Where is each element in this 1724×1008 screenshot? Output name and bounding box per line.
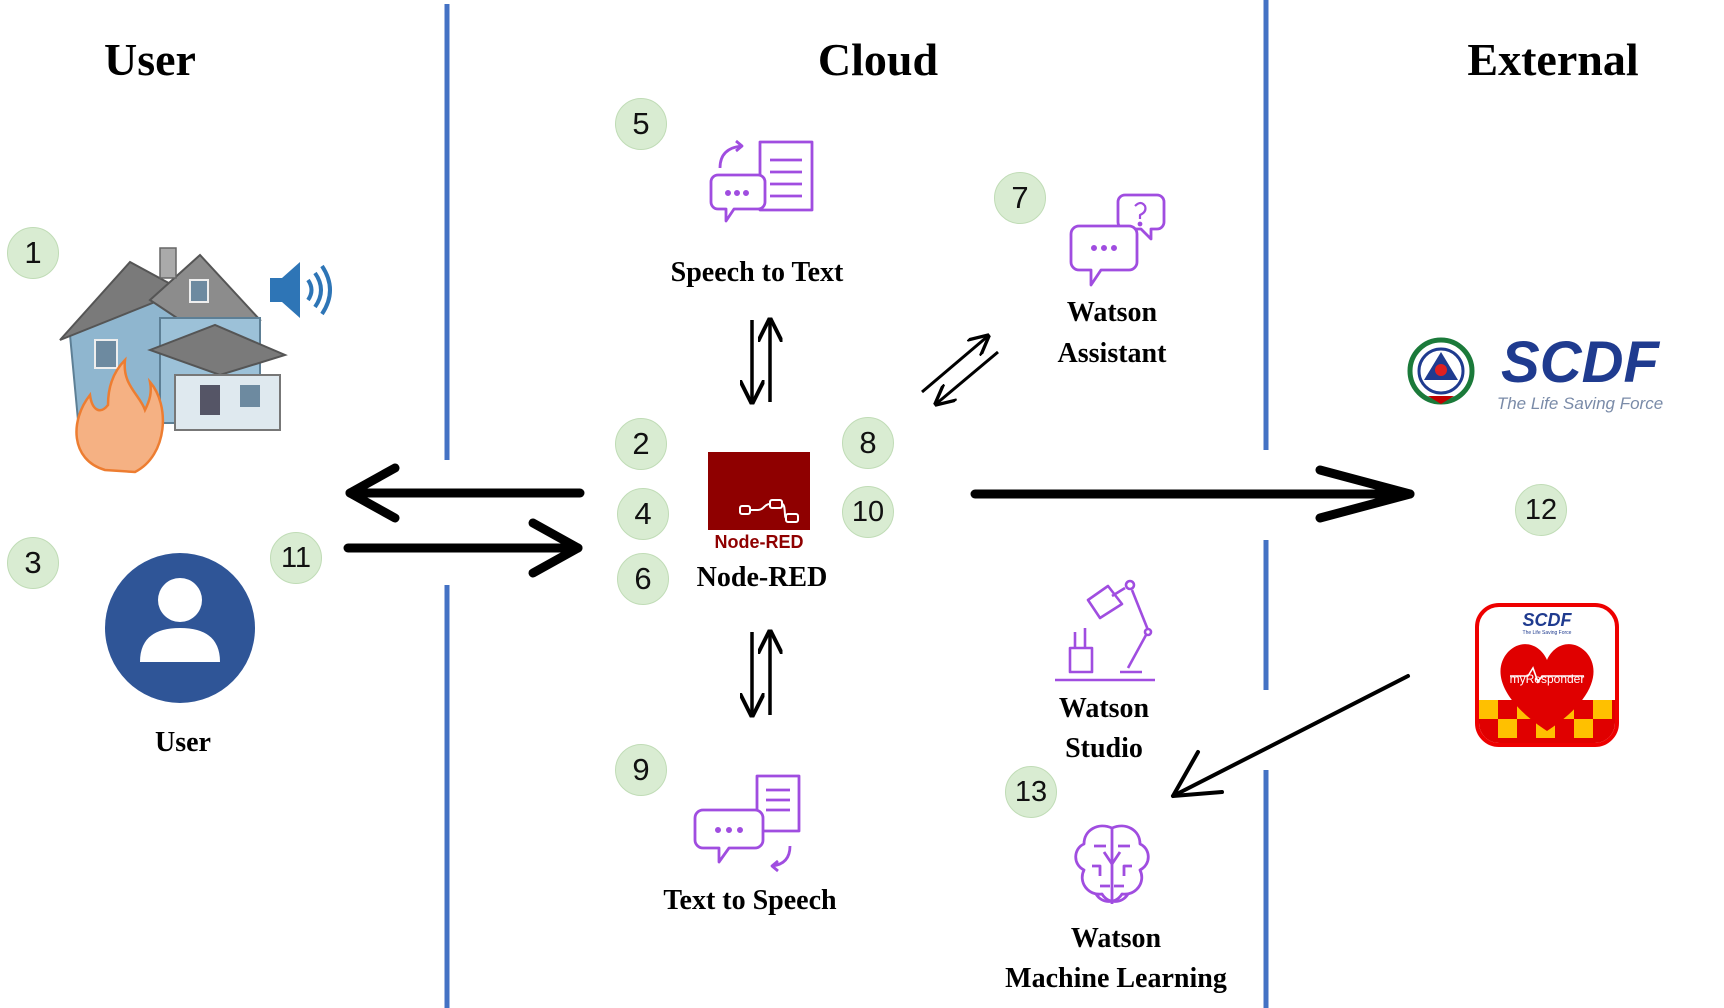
step-badge-6: 6	[617, 553, 669, 605]
speech-to-text-icon	[709, 139, 814, 223]
app-scdf-tagline: The Life Saving Force	[1523, 630, 1572, 636]
step-badge-7: 7	[994, 172, 1046, 224]
step-badge-5: 5	[615, 98, 667, 150]
step-badge-9: 9	[615, 744, 667, 796]
watson-studio-icon	[1055, 579, 1155, 682]
label-watson-studio-line2: Studio	[1065, 733, 1143, 764]
label-node-red: Node-RED	[696, 562, 828, 593]
text-to-speech-icon	[693, 774, 801, 873]
label-watson-ml-line2: Machine Learning	[1005, 963, 1227, 994]
watson-machine-learning-icon	[1074, 824, 1150, 904]
step-badge-12: 12	[1515, 484, 1567, 536]
label-watson-assistant-line1: Watson	[1066, 297, 1158, 328]
myresponder-app-icon: myResponder SCDF The Life Saving Force	[1475, 603, 1619, 747]
step-badge-8: 8	[842, 417, 894, 469]
node-red-logo: Node-RED	[708, 452, 810, 552]
label-user: User	[155, 727, 211, 758]
arrow-to-external	[970, 465, 1415, 523]
user-cloud-arrows	[343, 463, 585, 578]
app-scdf-wordmark: SCDF	[1523, 610, 1573, 630]
column-heading-cloud: Cloud	[817, 34, 939, 85]
user-avatar-icon	[105, 553, 255, 703]
label-watson-assistant-line2: Assistant	[1057, 338, 1167, 369]
column-heading-external: External	[1467, 34, 1639, 85]
scdf-tagline: The Life Saving Force	[1497, 394, 1663, 413]
column-dividers	[444, 0, 1269, 1008]
house-on-fire-icon	[59, 247, 288, 474]
step-badge-11: 11	[270, 532, 322, 584]
step-badge-3: 3	[7, 537, 59, 589]
scdf-wordmark: SCDF	[1501, 330, 1660, 395]
label-text-to-speech: Text to Speech	[663, 885, 837, 916]
scdf-logo: SCDF The Life Saving Force	[1407, 330, 1663, 413]
myresponder-label: myResponder	[1510, 672, 1585, 686]
step-badge-2: 2	[615, 418, 667, 470]
step-badge-10: 10	[842, 486, 894, 538]
arrow-to-ml	[1171, 674, 1410, 798]
arrows-nodered-tts	[752, 632, 770, 715]
step-badge-13: 13	[1005, 766, 1057, 818]
speaker-icon	[270, 262, 332, 318]
step-badge-4: 4	[617, 488, 669, 540]
step-badge-1: 1	[7, 227, 59, 279]
watson-assistant-icon	[1069, 193, 1166, 287]
label-watson-ml-line1: Watson	[1070, 923, 1162, 954]
label-watson-studio-line1: Watson	[1058, 693, 1150, 724]
column-heading-user: User	[104, 34, 196, 85]
arrows-stt-nodered	[752, 320, 770, 402]
node-red-logo-text: Node-RED	[715, 532, 804, 552]
label-speech-to-text: Speech to Text	[670, 257, 844, 288]
arrows-nodered-assistant	[921, 336, 999, 404]
